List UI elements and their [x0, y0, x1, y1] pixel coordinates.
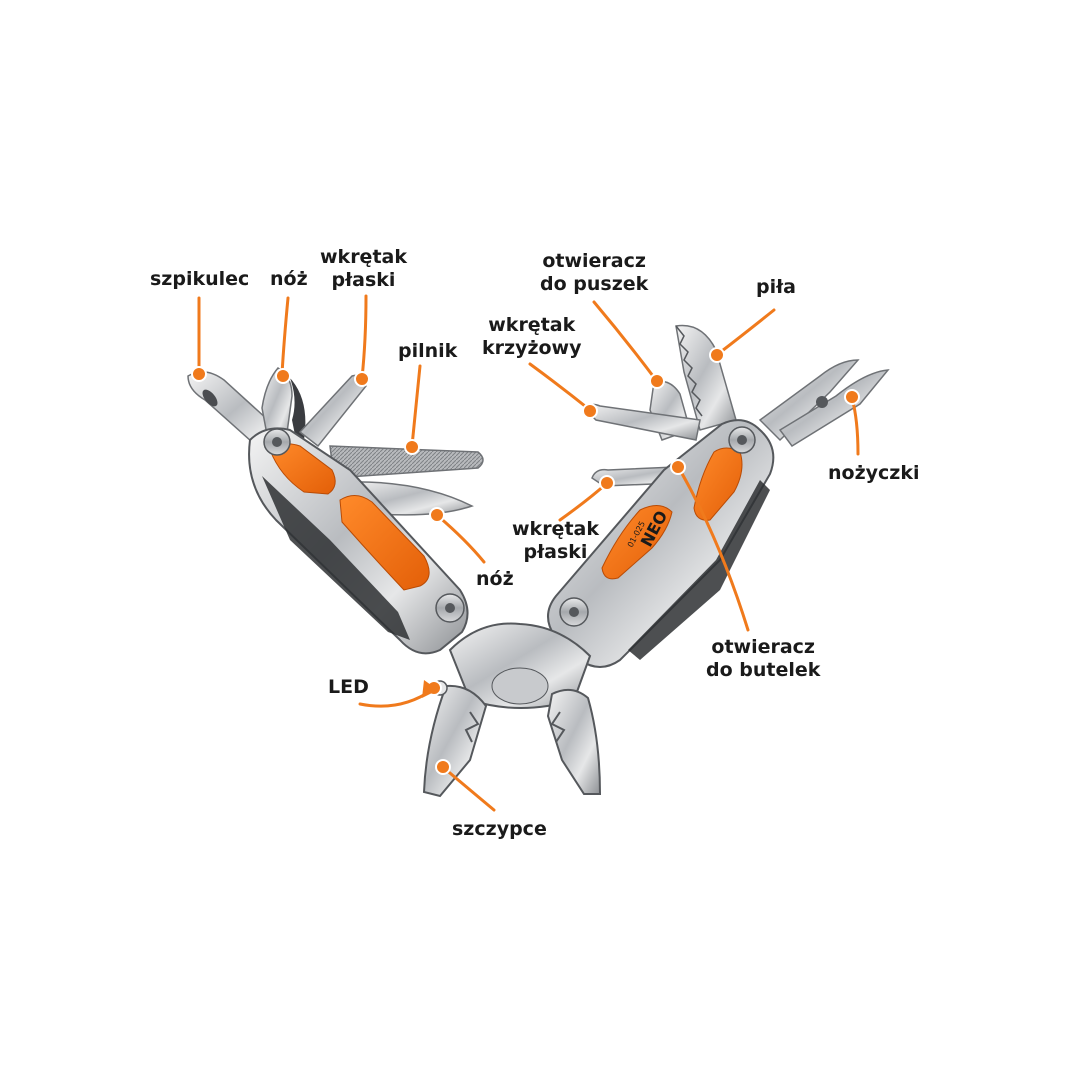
leader-nozyczki-dot — [844, 389, 860, 405]
leader-pilnik-dot — [404, 439, 420, 455]
leader-noz-blade — [436, 514, 486, 564]
leader-otwieracz-do-butelek — [678, 468, 750, 632]
pliers-left-jaw — [422, 684, 488, 798]
leader-wkretak-plaski-top — [360, 294, 368, 380]
flat-screwdriver-tool — [298, 374, 367, 448]
label-wkretak-plaski-top: wkrętak płaski — [320, 246, 407, 291]
label-nozyczki: nożyczki — [828, 462, 920, 484]
label-wkretak-plaski-mid: wkrętak płaski — [512, 518, 599, 563]
label-led: LED — [328, 676, 369, 698]
leader-szpikulec-dot — [191, 366, 207, 382]
leader-wkretak-plaski-top-dot — [354, 371, 370, 387]
left-orange-grip-bottom — [339, 495, 430, 591]
label-szczypce: szczypce — [452, 818, 547, 840]
leader-pilnik — [410, 364, 422, 448]
label-otwieracz-do-butelek: otwieracz do butelek — [706, 636, 821, 681]
callout-dots — [191, 347, 860, 775]
label-otwieracz-do-puszek: otwieracz do puszek — [540, 250, 649, 295]
saw-tool — [675, 324, 737, 431]
leader-otwieracz-do-puszek-dot — [649, 373, 665, 389]
leader-wkretak-plaski-mid-dot — [599, 475, 615, 491]
leader-szczypce-dot — [435, 759, 451, 775]
leader-otwieracz-do-puszek — [592, 300, 658, 382]
label-noz-blade: nóż — [476, 568, 514, 590]
left-handle-group — [187, 367, 484, 655]
leader-noz-left-dot — [275, 368, 291, 384]
leader-noz-left — [280, 296, 290, 376]
label-wkretak-krzyzowy: wkrętak krzyżowy — [482, 314, 582, 359]
label-noz-left: nóż — [270, 268, 308, 290]
file-tool — [329, 445, 484, 479]
label-szpikulec: szpikulec — [150, 268, 250, 290]
right-orange-grip-bottom — [601, 505, 673, 580]
leader-szczypce — [442, 766, 496, 812]
label-pila: piła — [756, 276, 796, 298]
pliers-right-jaw — [546, 688, 602, 795]
leader-pila-dot — [709, 347, 725, 363]
right-handle-group: NEO 01-025 — [547, 324, 890, 668]
led-arrowhead-icon — [422, 680, 438, 698]
leader-led — [358, 688, 434, 708]
leader-wkretak-plaski-mid — [558, 482, 608, 522]
pliers-head — [422, 622, 602, 798]
leader-wkretak-krzyzowy-dot — [582, 403, 598, 419]
scissors-tool — [758, 359, 860, 442]
leader-otwieracz-do-butelek-dot — [670, 459, 686, 475]
pliers-pivot — [448, 622, 592, 709]
label-pilnik: pilnik — [398, 340, 458, 362]
leader-wkretak-krzyzowy — [528, 362, 592, 412]
leader-noz-blade-dot — [429, 507, 445, 523]
leader-pila — [716, 308, 776, 356]
